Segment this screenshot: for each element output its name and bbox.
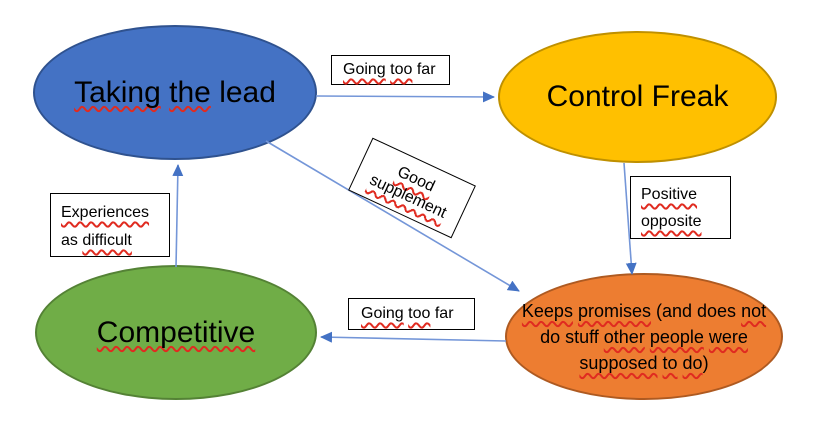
squiggled-word: difficult — [82, 232, 132, 249]
plain-text: far — [430, 305, 454, 322]
node-label: Control Freak — [547, 80, 729, 114]
squiggled-word: Going — [361, 305, 404, 322]
arrow-taking-the-lead-to-control-freak — [315, 91, 495, 103]
plain-text: (and does — [651, 300, 742, 321]
plain-text: Control Freak — [546, 80, 729, 113]
arrow-keeps-promises-to-competitive — [320, 331, 507, 343]
squiggled-word: Experiences — [61, 204, 150, 221]
squiggled-word: Going — [343, 61, 386, 78]
squiggled-word: other — [603, 326, 645, 347]
plain-text: lead — [210, 75, 276, 109]
plain-text: far — [412, 61, 436, 78]
squiggled-word: too — [390, 61, 413, 78]
squiggled-word: do — [682, 352, 703, 373]
squiggled-word: opposite — [641, 213, 702, 230]
node-label: Taking the lead — [74, 76, 276, 110]
label-text: Going too far — [343, 61, 436, 78]
text-line: Positive — [641, 181, 730, 208]
text-line: do stuff other people were — [540, 324, 748, 350]
squiggled-word: to — [662, 352, 678, 373]
squiggled-word: Taking — [74, 75, 161, 109]
label-experiences-as-difficult: Experiences as difficult — [50, 193, 170, 257]
squiggled-word: people — [649, 326, 704, 347]
squiggled-word: not — [741, 300, 767, 321]
text-line: Experiences — [61, 199, 169, 227]
squiggled-word: Competitive — [96, 315, 256, 349]
squiggled-word: Positive — [641, 186, 698, 203]
text-line: supposed to do) — [579, 350, 708, 376]
text-line: Keeps promises (and does not — [522, 298, 766, 324]
node-label: Competitive — [97, 316, 255, 350]
arrow-control-freak-to-keeps-promises — [623, 162, 637, 275]
squiggled-word: were — [708, 326, 748, 347]
arrow-competitive-to-taking-the-lead — [172, 164, 184, 268]
node-taking-the-lead: Taking the lead — [33, 25, 317, 160]
node-control-freak: Control Freak — [498, 31, 777, 163]
plain-text: do stuff — [540, 326, 604, 347]
plain-text: as — [61, 232, 83, 249]
label-text: Going too far — [361, 305, 454, 322]
squiggled-word: too — [408, 305, 431, 322]
text-line: opposite — [641, 208, 730, 235]
squiggled-word: the — [169, 75, 211, 109]
squiggled-word: supposed — [579, 352, 658, 373]
squiggled-word: promises — [577, 300, 651, 321]
label-going-too-far-top: Going too far — [331, 55, 450, 85]
label-positive-opposite: Positive opposite — [630, 176, 731, 239]
node-competitive: Competitive — [35, 265, 317, 400]
squiggled-word: Keeps — [521, 300, 573, 321]
plain-text: ) — [702, 352, 709, 373]
label-going-too-far-bottom: Going too far — [348, 298, 475, 330]
arrow-taking-the-lead-to-keeps-promises — [265, 140, 520, 292]
text-line: as difficult — [61, 227, 169, 255]
